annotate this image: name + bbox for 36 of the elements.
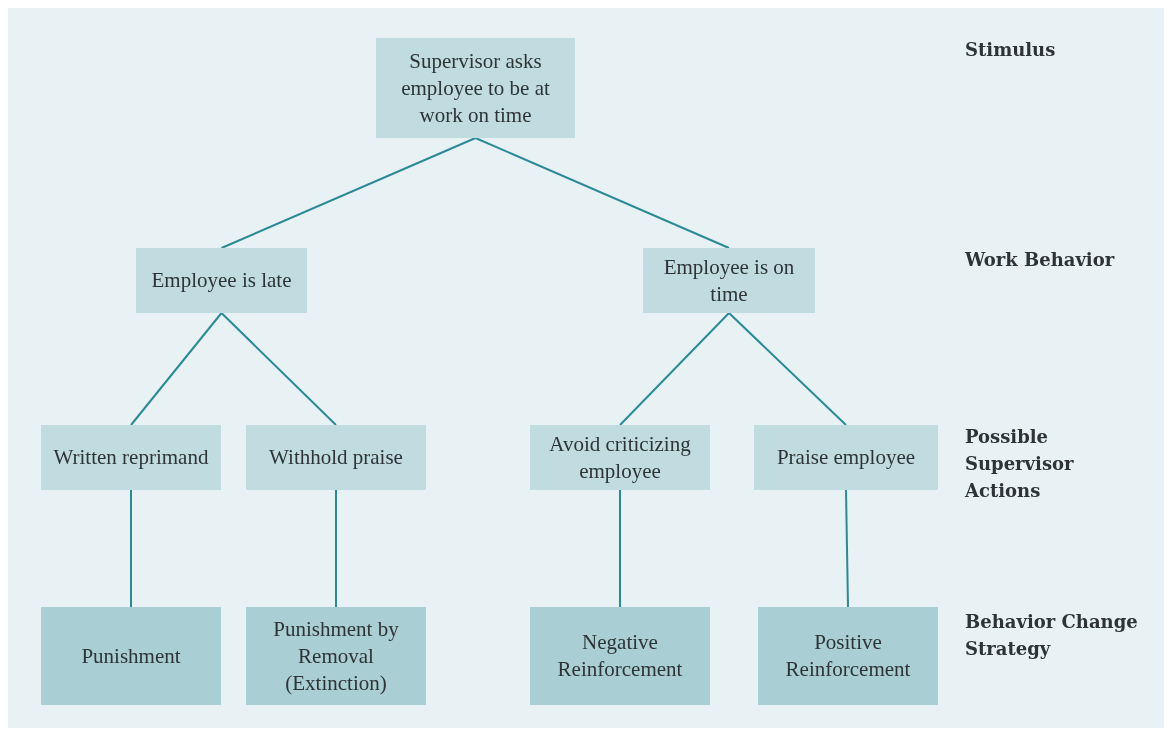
connector-line — [130, 312, 223, 426]
strategy-box — [246, 607, 426, 705]
connector-line — [619, 489, 621, 608]
strategy-box — [41, 607, 221, 705]
node-text: Praise employee — [776, 444, 916, 471]
connector-line — [728, 312, 847, 426]
connector-line — [845, 489, 849, 608]
level-label: Work Behavior — [965, 248, 1116, 272]
level-label: Stimulus — [965, 38, 1057, 62]
level-label: Behavior Change Strategy — [965, 610, 1139, 661]
connector-line — [220, 137, 477, 249]
step-box — [376, 38, 575, 138]
connector-line — [474, 137, 730, 249]
node-text: Punishment — [81, 642, 181, 670]
strategy-box — [530, 607, 710, 705]
step-box — [136, 248, 307, 313]
step-box — [754, 425, 938, 490]
node-text: Negative Reinforcement — [556, 629, 684, 683]
connector-line — [130, 489, 132, 608]
connector-line — [220, 312, 337, 426]
step-box — [643, 248, 815, 313]
node-text: Withhold praise — [269, 444, 403, 471]
step-box — [41, 425, 221, 490]
connector-line — [335, 489, 337, 608]
node-text: Employee is late — [151, 267, 292, 294]
node-text: Positive Reinforcement — [784, 629, 912, 683]
node-text: Written reprimand — [53, 444, 209, 471]
node-text: Employee is on time — [662, 253, 796, 308]
step-box — [246, 425, 426, 490]
node-text: Avoid criticizing employee — [548, 430, 692, 485]
strategy-box — [758, 607, 938, 705]
node-text: Supervisor asks employee to be at work on time — [400, 47, 551, 129]
connector-line — [619, 312, 730, 426]
step-box — [530, 425, 710, 490]
node-text: Punishment by Removal (Extinction) — [272, 615, 400, 697]
level-label: Possible Supervisor Actions — [965, 425, 1075, 503]
